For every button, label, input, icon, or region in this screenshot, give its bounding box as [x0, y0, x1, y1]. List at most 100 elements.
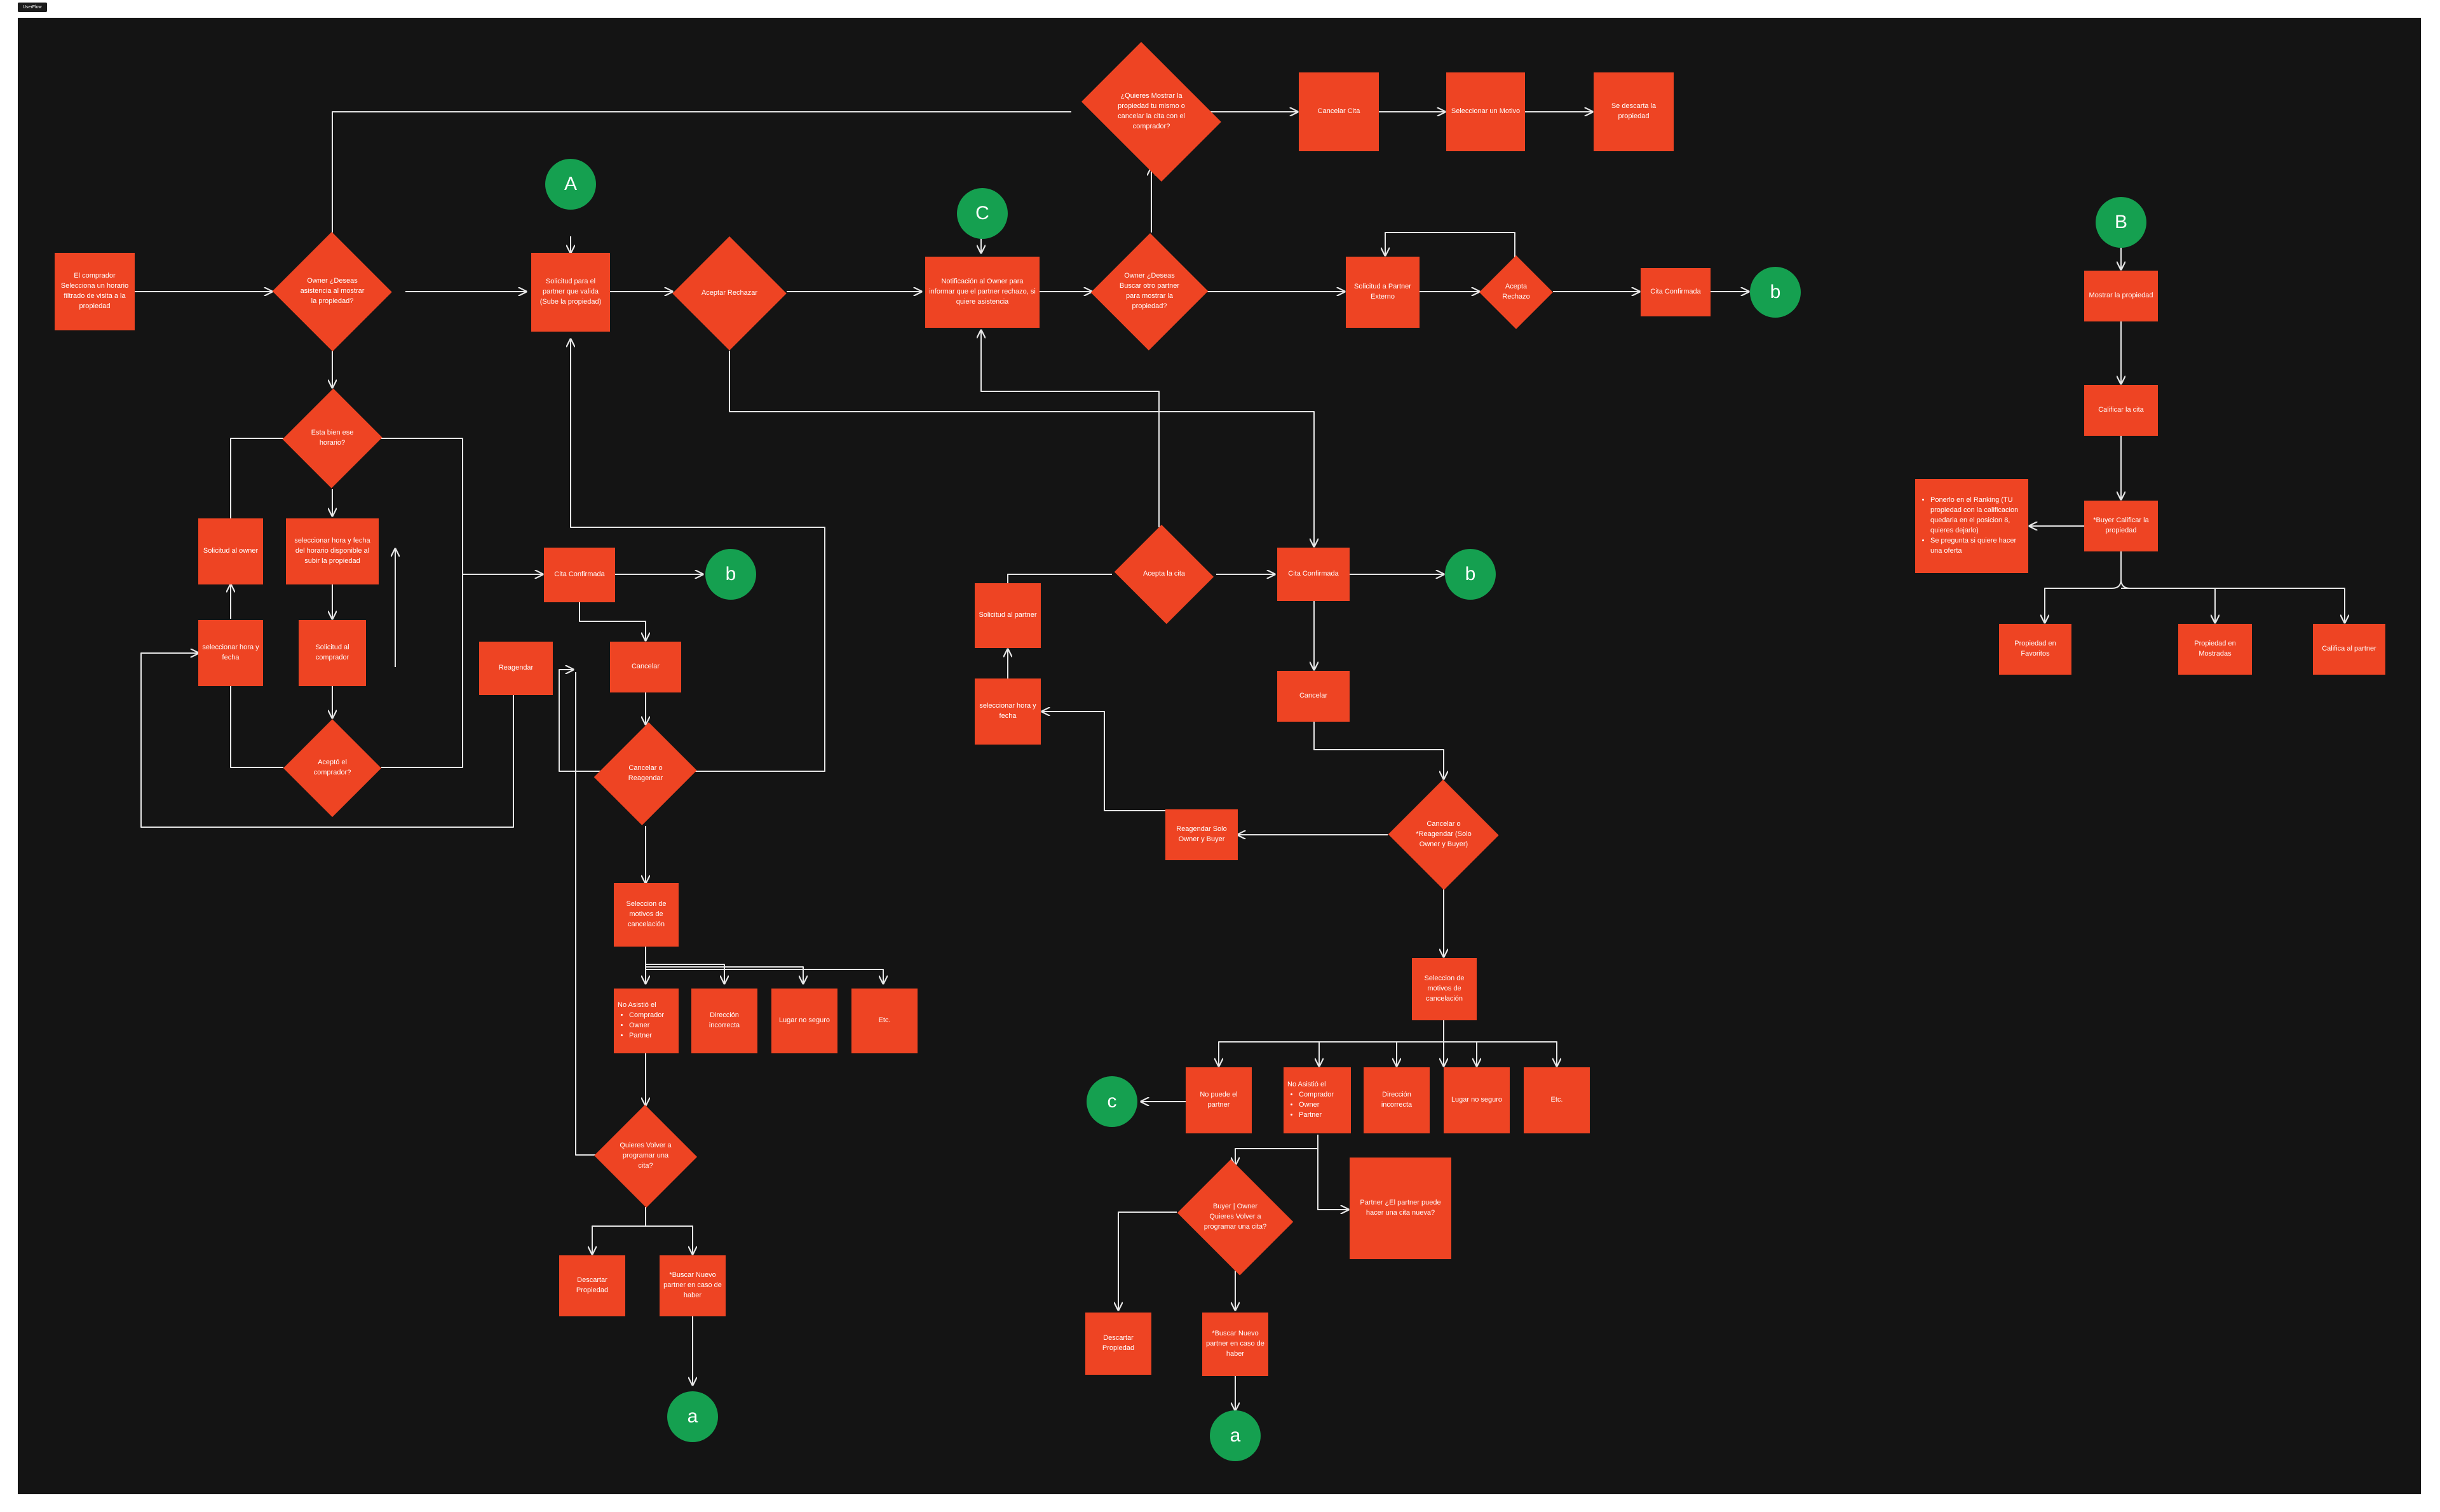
connector-a-left[interactable]: a	[667, 1391, 718, 1442]
node-lugar-no-seguro-left[interactable]: Lugar no seguro	[771, 989, 837, 1053]
node-etc-left[interactable]: Etc.	[851, 989, 918, 1053]
edge	[646, 969, 883, 983]
node-buscar-partner-left[interactable]: *Buscar Nuevo partner en caso de haber	[660, 1255, 726, 1316]
node-califica-partner[interactable]: Califica al partner	[2313, 624, 2385, 675]
decision-owner-buscar-partner[interactable]: Owner ¿Deseas Buscar otro partner para m…	[1092, 233, 1207, 351]
node-descartar-propiedad-left[interactable]: Descartar Propiedad	[559, 1255, 625, 1316]
node-solicitud-owner[interactable]: Solicitud al owner	[198, 518, 263, 584]
edge	[1385, 232, 1515, 267]
decision-label: Aceptó el comprador?	[313, 759, 351, 776]
connector-C[interactable]: C	[957, 188, 1008, 239]
node-seleccionar-motivo[interactable]: Seleccionar un Motivo	[1446, 72, 1525, 151]
node-buscar-partner-middle[interactable]: *Buscar Nuevo partner en caso de haber	[1202, 1313, 1268, 1376]
edge	[2121, 588, 2345, 623]
edge	[729, 351, 1314, 546]
node-propiedad-mostradas[interactable]: Propiedad en Mostradas	[2178, 624, 2252, 675]
decision-acepta-cita[interactable]: Acepta la cita	[1112, 527, 1216, 621]
list-item: Comprador	[629, 1011, 664, 1021]
node-etc-middle[interactable]: Etc.	[1524, 1067, 1590, 1133]
node-mostrar-propiedad[interactable]: Mostrar la propiedad	[2084, 271, 2158, 321]
node-no-puede-partner[interactable]: No puede el partner	[1186, 1067, 1252, 1133]
connector-c[interactable]: c	[1087, 1076, 1137, 1127]
edge	[230, 438, 283, 518]
node-calificar-cita[interactable]: Calificar la cita	[2084, 385, 2158, 436]
node-cancelar-left[interactable]: Cancelar	[610, 642, 681, 692]
node-reagendar[interactable]: Reagendar	[479, 642, 553, 695]
node-direccion-incorrecta-middle[interactable]: Dirección incorrecta	[1364, 1067, 1430, 1133]
node-motivos-cancelacion-middle[interactable]: Seleccion de motivos de cancelación	[1412, 958, 1477, 1020]
node-reagendar-solo[interactable]: Reagendar Solo Owner y Buyer	[1165, 809, 1238, 860]
node-cita-confirmada-top[interactable]: Cita Confirmada	[1641, 268, 1711, 316]
edge	[646, 1225, 693, 1254]
node-no-asistio-left[interactable]: No Asistió el Comprador Owner Partner	[614, 989, 679, 1053]
list-item: Comprador	[1299, 1090, 1334, 1100]
decision-label: Quieres Volver a programar una cita?	[620, 1142, 672, 1170]
edge	[1444, 1041, 1477, 1066]
connector-B[interactable]: B	[2096, 197, 2146, 248]
node-solicitud-al-partner[interactable]: Solicitud al partner	[975, 583, 1041, 648]
edge	[1219, 1020, 1444, 1066]
node-cita-confirmada-left[interactable]: Cita Confirmada	[544, 548, 615, 602]
node-descarta-propiedad[interactable]: Se descarta la propiedad	[1594, 72, 1674, 151]
node-notificacion-owner[interactable]: Notificación al Owner para informar que …	[925, 257, 1040, 328]
node-ranking-oferta[interactable]: Ponerlo en el Ranking (TU propiedad con …	[1915, 479, 2028, 573]
connector-b-left[interactable]: b	[705, 549, 756, 600]
edge	[1317, 1135, 1348, 1210]
node-cita-confirmada-middle[interactable]: Cita Confirmada	[1277, 548, 1350, 601]
list-item: Ponerlo en el Ranking (TU propiedad con …	[1930, 496, 2024, 536]
decision-label: Acepta la cita	[1142, 570, 1186, 578]
edge	[2120, 551, 2215, 623]
decision-cancelar-reagendar-middle[interactable]: Cancelar o *Reagendar (Solo Owner y Buye…	[1388, 780, 1500, 889]
decision-acepto-comprador[interactable]: Aceptó el comprador?	[283, 719, 381, 817]
connector-A[interactable]: A	[545, 159, 596, 210]
decision-label: Buyer | Owner Quieres Volver a programar…	[1203, 1203, 1267, 1231]
node-partner-cita-nueva[interactable]: Partner ¿El partner puede hacer una cita…	[1350, 1158, 1451, 1259]
node-propiedad-favoritos[interactable]: Propiedad en Favoritos	[1999, 624, 2071, 675]
node-motivos-cancelacion-left[interactable]: Seleccion de motivos de cancelación	[614, 883, 679, 947]
node-cancelar-middle[interactable]: Cancelar	[1277, 671, 1350, 722]
edge	[230, 686, 283, 768]
node-buyer-calificar[interactable]: *Buyer Calificar la propiedad	[2084, 501, 2158, 551]
list-item: Owner	[629, 1021, 664, 1031]
connector-a-middle[interactable]: a	[1210, 1410, 1261, 1461]
edge	[2045, 551, 2122, 623]
decision-label: Owner ¿Deseas asistencia al mostrar la p…	[300, 277, 365, 305]
edge	[981, 330, 1160, 527]
node-seleccionar-hora-fecha-left[interactable]: seleccionar hora y fecha	[198, 620, 263, 686]
decision-horario[interactable]: Esta bien ese horario?	[283, 388, 381, 489]
edge	[1313, 722, 1444, 779]
node-solicitud-partner[interactable]: Solicitud para el partner que valida (Su…	[531, 253, 610, 332]
page-label[interactable]: UserFlow	[18, 3, 47, 12]
decision-mostrar-o-cancelar[interactable]: ¿Quieres Mostrar la propiedad tu mismo o…	[1071, 52, 1231, 172]
decision-label: Acepta Rechazo	[1502, 283, 1530, 300]
edge	[1319, 1041, 1444, 1066]
connector-b-middle[interactable]: b	[1445, 549, 1496, 600]
decision-acepta-rechazo[interactable]: Acepta Rechazo	[1479, 255, 1553, 329]
node-seleccionar-hora-disponible[interactable]: seleccionar hora y fecha del horario dis…	[286, 518, 379, 584]
decision-volver-programar-left[interactable]: Quieres Volver a programar una cita?	[593, 1105, 698, 1207]
decision-cancelar-reagendar[interactable]: Cancelar o Reagendar	[597, 719, 694, 828]
no-asistio-list: Comprador Owner Partner	[1287, 1090, 1334, 1121]
edge	[1042, 712, 1165, 811]
node-seleccionar-hora-middle[interactable]: seleccionar hora y fecha	[975, 678, 1041, 745]
decision-owner-asistencia[interactable]: Owner ¿Deseas asistencia al mostrar la p…	[272, 233, 393, 351]
node-solicitud-partner-externo[interactable]: Solicitud a Partner Externo	[1346, 257, 1420, 328]
node-comprador-selecciona[interactable]: El comprador Selecciona un horario filtr…	[55, 253, 135, 330]
decision-label: ¿Quieres Mostrar la propiedad tu mismo o…	[1118, 92, 1185, 130]
list-item: Partner	[629, 1031, 664, 1041]
decision-aceptar-rechazar[interactable]: Aceptar Rechazar	[672, 236, 787, 351]
node-no-asistio-middle[interactable]: No Asistió el Comprador Owner Partner	[1284, 1067, 1351, 1133]
edge	[559, 670, 618, 772]
decision-label: Aceptar Rechazar	[701, 289, 758, 297]
connector-b-top[interactable]: b	[1750, 267, 1801, 318]
node-cancelar-cita[interactable]: Cancelar Cita	[1299, 72, 1379, 151]
node-solicitud-comprador[interactable]: Solicitud al comprador	[299, 620, 366, 686]
decision-buyer-owner-volver[interactable]: Buyer | Owner Quieres Volver a programar…	[1173, 1164, 1298, 1271]
node-descartar-propiedad-middle[interactable]: Descartar Propiedad	[1085, 1313, 1151, 1375]
decision-label: Cancelar o *Reagendar (Solo Owner y Buye…	[1416, 820, 1472, 848]
edge	[646, 966, 803, 983]
list-item: Partner	[1299, 1110, 1334, 1121]
decision-label: Cancelar o Reagendar	[628, 764, 663, 782]
node-direccion-incorrecta-left[interactable]: Dirección incorrecta	[691, 989, 757, 1053]
node-lugar-no-seguro-middle[interactable]: Lugar no seguro	[1444, 1067, 1510, 1133]
